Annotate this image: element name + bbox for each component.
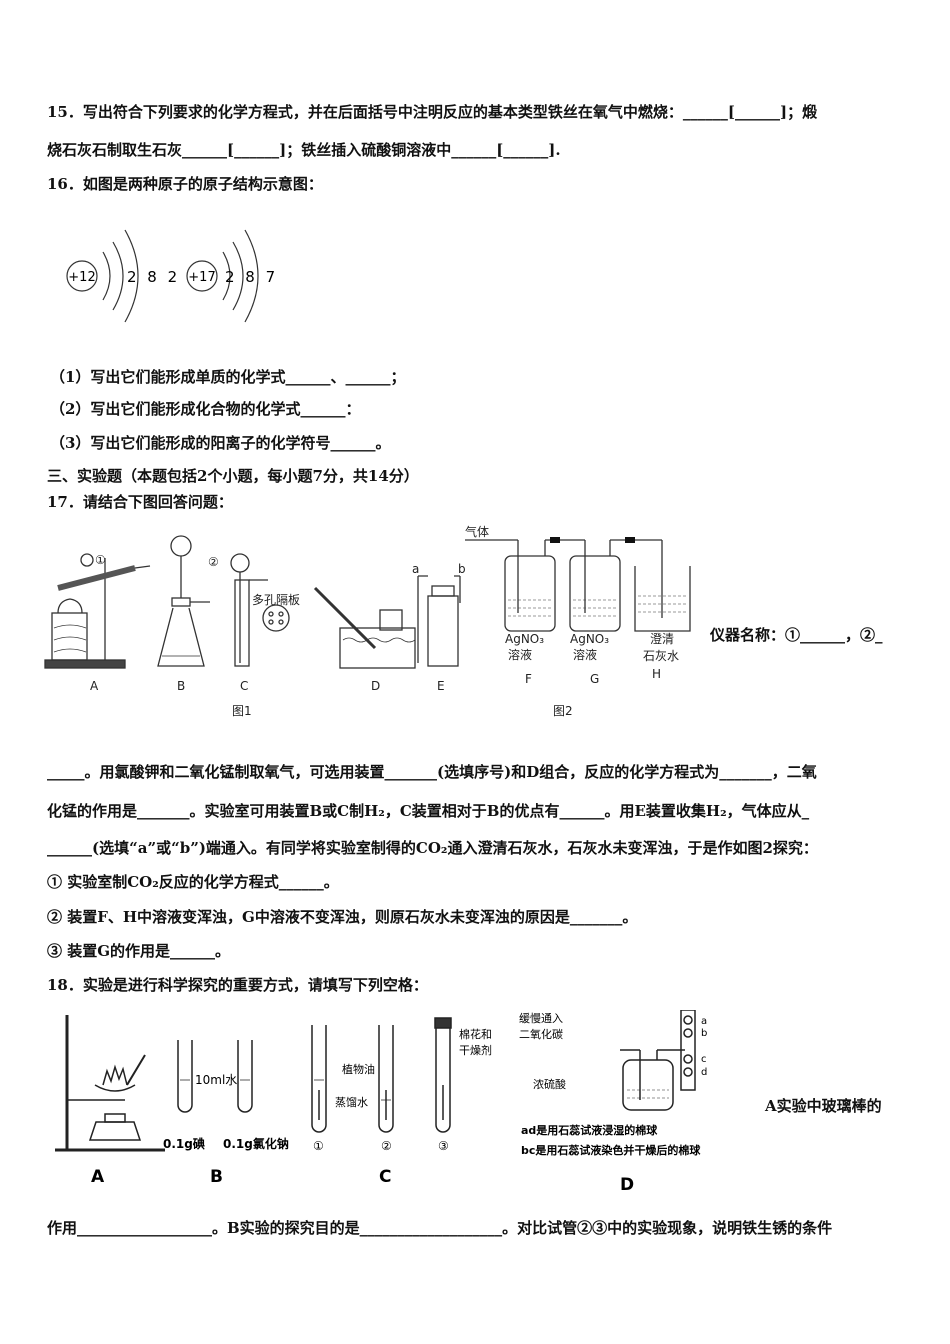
atom-mg: +12 2 8 2: [66, 229, 180, 323]
shells-1: 2 8 2: [127, 268, 180, 286]
apparatus-e: [417, 575, 461, 667]
label-c: C: [240, 679, 248, 693]
label-b: B: [177, 679, 185, 693]
connector-2: [625, 537, 635, 543]
figure-2-train: [465, 539, 691, 632]
q17-title: 17．请结合下图回答问题：: [47, 493, 233, 511]
label-a: A: [90, 679, 99, 693]
label-b18: B: [210, 1167, 223, 1187]
apparatus-d: [313, 586, 416, 669]
d-mark-a: a: [701, 1016, 707, 1027]
section-3-heading: 三、实验题（本题包括2个小题，每小题7分，共14分）: [47, 467, 419, 485]
q16-p1: （1）写出它们能形成单质的化学式______、______；: [50, 368, 406, 386]
experiment-a: [55, 1015, 165, 1152]
q17-s1: ① 实验室制CO₂反应的化学方程式______。: [47, 873, 339, 891]
q18-side-text: A实验中玻璃棒的: [765, 1097, 882, 1115]
d-note-2: bc是用石蕊试液染色并干燥后的棉球: [521, 1143, 701, 1157]
label-f: F: [525, 672, 532, 686]
q15-line2: 烧石灰石制取生石灰______[______]；铁丝插入硫酸铜溶液中______…: [47, 141, 561, 159]
d-mark-d: d: [701, 1067, 707, 1078]
b-right: 0.1g氯化钠: [223, 1136, 289, 1151]
q17-apparatus-figure: ① A B ② 多孔隔板 C D a b E 图1: [44, 524, 691, 718]
g-liquid: 溶液: [573, 647, 597, 662]
d-mark-b: b: [701, 1028, 707, 1039]
f-reagent: AgNO₃: [505, 632, 544, 646]
figure-2-caption: 图2: [553, 704, 573, 718]
q16-title: 16．如图是两种原子的原子结构示意图：: [47, 175, 323, 193]
b-left: 0.1g碘: [163, 1136, 205, 1151]
c-cotton2: 干燥剂: [459, 1043, 492, 1057]
apparatus-a: [44, 553, 151, 669]
porous-plate-label: 多孔隔板: [252, 593, 300, 607]
experiment-c: [311, 1017, 452, 1133]
q18-last-line: 作用__________________。B实验的探究目的是__________…: [47, 1219, 833, 1237]
c-tube-3: ③: [438, 1139, 449, 1153]
instrument-names: 仪器名称：①______，②_: [710, 626, 883, 644]
nucleus-1: +12: [68, 270, 95, 285]
q17-l3: ______(选填“a”或“b”)端通入。有同学将实验室制得的CO₂通入澄清石灰…: [47, 839, 818, 857]
nucleus-circle-1: [66, 260, 98, 292]
c-oil: 植物油: [342, 1062, 375, 1076]
gas-label: 气体: [465, 524, 489, 539]
q17-l2: 化锰的作用是_______。实验室可用装置B或C制H₂，C装置相对于B的优点有_…: [47, 802, 810, 820]
q18-title: 18．实验是进行科学探究的重要方式，请填写下列空格：: [47, 976, 428, 994]
d-note-1: ad是用石蕊试液浸湿的棉球: [521, 1123, 658, 1137]
label-g: G: [590, 672, 599, 686]
f-liquid: 溶液: [508, 647, 532, 662]
q17-s2: ② 装置F、H中溶液变浑浊，G中溶液不变浑浊，则原石灰水未变浑浊的原因是____…: [47, 908, 638, 926]
label-d: D: [371, 679, 380, 693]
g-reagent: AgNO₃: [570, 632, 609, 646]
q17-l1: _____。用氯酸钾和二氧化锰制取氧气，可选用装置_______(选填序号)和D…: [47, 763, 817, 781]
q16-p3: （3）写出它们能形成的阳离子的化学符号______。: [50, 434, 391, 452]
q18-figure: A 10ml水 0.1g碘 0.1g氯化钠 B 植物油 蒸馏水 棉花和 干燥剂 …: [55, 1010, 707, 1195]
label-d18: D: [620, 1175, 634, 1195]
d-gas1: 缓慢通入: [519, 1012, 563, 1025]
c-water: 蒸馏水: [335, 1095, 368, 1109]
h-line2: 石灰水: [643, 649, 679, 663]
c-tube-1: ①: [313, 1139, 324, 1153]
label-a18: A: [91, 1167, 105, 1187]
d-acid: 浓硫酸: [533, 1077, 566, 1091]
label-circle-2: ②: [208, 555, 219, 569]
b-water: 10ml水: [195, 1073, 237, 1087]
atom-cl: +17 2 8 7: [186, 229, 278, 323]
q17-s3: ③ 装置G的作用是______。: [47, 942, 231, 960]
d-gas2: 二氧化碳: [519, 1027, 563, 1041]
h-line1: 澄清: [650, 631, 674, 646]
shells-2: 2 8 7: [225, 268, 278, 286]
label-b-end: b: [458, 562, 466, 576]
c-tube-2: ②: [381, 1139, 392, 1153]
experiment-d: [620, 1010, 696, 1111]
apparatus-b: [157, 535, 210, 667]
label-circle-1: ①: [95, 553, 106, 567]
atom-structure-diagram: +12 2 8 2 +17 2 8 7: [66, 229, 278, 323]
c-cotton1: 棉花和: [459, 1027, 492, 1041]
label-a-end: a: [412, 562, 419, 576]
label-e: E: [437, 679, 445, 693]
figure-1-caption: 图1: [232, 704, 252, 718]
q16-p2: （2）写出它们能形成化合物的化学式______：: [50, 400, 361, 418]
experiment-b: [177, 1040, 253, 1113]
q15-line1: 15．写出符合下列要求的化学方程式，并在后面括号中注明反应的基本类型铁丝在氧气中…: [47, 103, 818, 121]
connector-1: [550, 537, 560, 543]
label-c18: C: [379, 1167, 391, 1187]
label-h: H: [652, 667, 661, 681]
apparatus-c: [230, 553, 290, 667]
d-mark-c: c: [701, 1054, 707, 1065]
nucleus-circle-2: [186, 260, 218, 292]
nucleus-2: +17: [188, 270, 215, 285]
